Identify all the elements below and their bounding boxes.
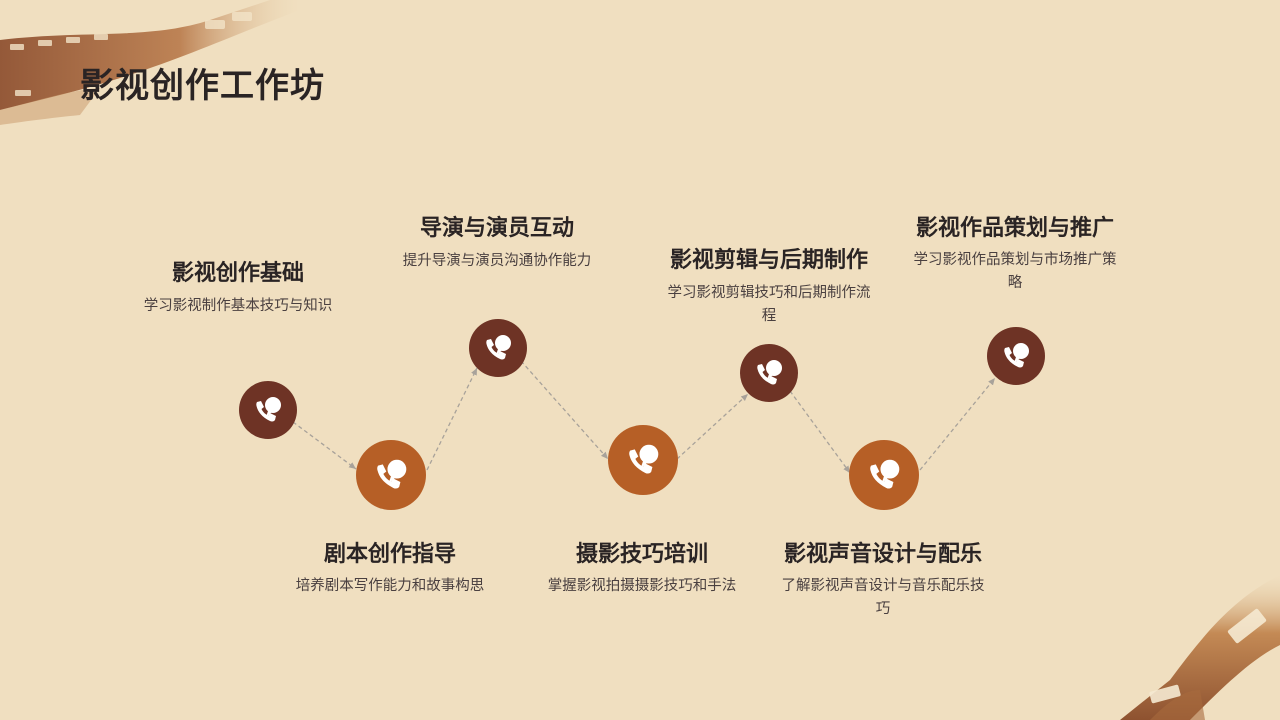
step-2-node [356, 440, 426, 510]
step-2-description: 培养剧本写作能力和故事构思 [295, 578, 485, 594]
step-1-heading: 影视创作基础 [171, 261, 304, 286]
step-6-description: 了解影视声音设计与音乐配乐技巧 [781, 578, 985, 617]
step-3-heading: 导演与演员互动 [419, 216, 574, 241]
phone-chat-icon [377, 459, 407, 489]
connector-6-7 [919, 377, 996, 471]
step-7-node [987, 327, 1045, 385]
page-title: 影视创作工作坊 [80, 66, 325, 106]
step-1-node [239, 381, 297, 439]
step-5-heading: 影视剪辑与后期制作 [669, 248, 868, 273]
phone-chat-icon [486, 335, 511, 360]
step-4-heading: 摄影技巧培训 [575, 542, 708, 567]
step-1-description: 学习影视制作基本技巧与知识 [143, 298, 333, 314]
step-6-node [849, 440, 919, 510]
connector-1-2 [292, 421, 357, 470]
step-3-node [469, 319, 527, 377]
step-4-description: 掌握影视拍摄摄影技巧和手法 [547, 578, 737, 594]
step-7-heading: 影视作品策划与推广 [915, 216, 1114, 241]
step-4-node [608, 425, 678, 495]
step-5-description: 学习影视剪辑技巧和后期制作流程 [667, 285, 871, 324]
phone-chat-icon [757, 360, 782, 385]
connector-4-5 [676, 393, 749, 460]
step-6-heading: 影视声音设计与配乐 [783, 542, 982, 567]
phone-chat-icon [870, 459, 900, 489]
step-2-heading: 剧本创作指导 [323, 542, 456, 567]
step-5-node [740, 344, 798, 402]
step-7-description: 学习影视作品策划与市场推广策略 [913, 252, 1117, 291]
phone-chat-icon [256, 397, 281, 422]
connector-3-4 [520, 360, 609, 460]
connector-5-6 [789, 390, 851, 474]
phone-chat-icon [629, 444, 659, 474]
connector-2-3 [426, 367, 478, 471]
step-3-description: 提升导演与演员沟通协作能力 [402, 253, 592, 269]
phone-chat-icon [1004, 343, 1029, 368]
